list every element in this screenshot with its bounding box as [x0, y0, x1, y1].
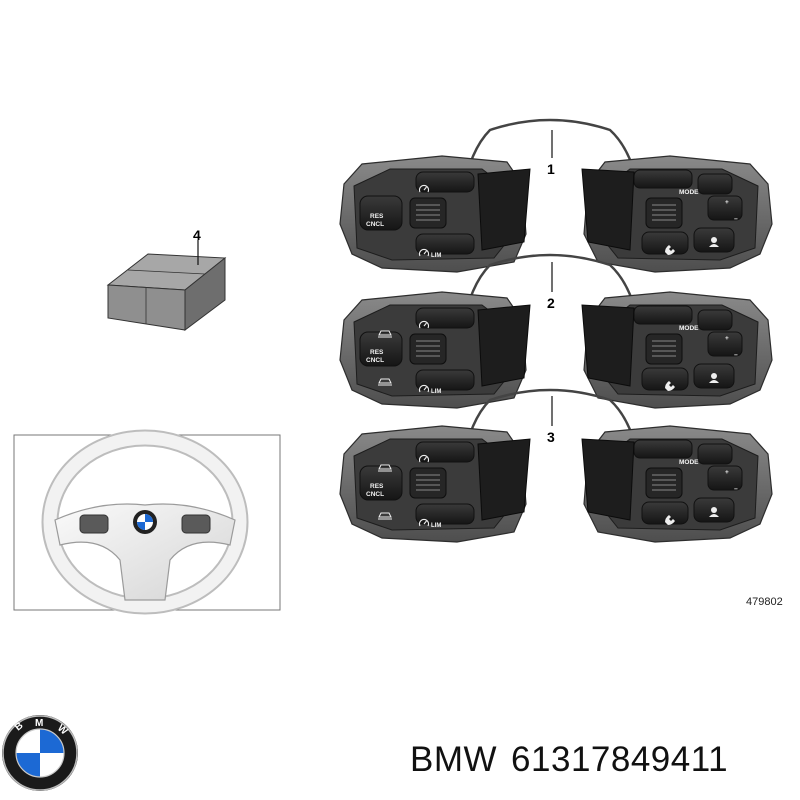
svg-text:LIM: LIM: [431, 389, 441, 395]
bmw-logo-icon: B M W: [2, 715, 78, 791]
item-3-switch-assembly: RES CNCL LIM MODE + −: [339, 388, 773, 543]
svg-text:RES: RES: [370, 213, 384, 220]
svg-text:+: +: [725, 335, 729, 342]
brand-part-caption: BMW 61317849411: [410, 740, 742, 780]
svg-text:CNCL: CNCL: [366, 491, 384, 498]
svg-text:+: +: [725, 199, 729, 206]
callout-4: 4: [193, 227, 201, 243]
callout-1: 1: [547, 161, 555, 177]
callout-3: 3: [547, 429, 555, 445]
svg-text:MODE: MODE: [679, 325, 699, 332]
svg-text:CNCL: CNCL: [366, 357, 384, 364]
steering-wheel-inset: [13, 429, 281, 615]
diagram-id: 479802: [746, 596, 783, 608]
part-number: 61317849411: [511, 740, 729, 779]
item-2-switch-assembly: RES CNCL LIM MODE + −: [339, 253, 773, 409]
svg-text:LIM: LIM: [431, 523, 441, 529]
svg-text:−: −: [734, 486, 738, 493]
item-1-switch-assembly: RES CNCL LIM MODE + −: [339, 118, 773, 273]
brand-name: BMW: [410, 740, 498, 779]
svg-text:MODE: MODE: [679, 459, 699, 466]
callout-2: 2: [547, 295, 555, 311]
svg-text:MODE: MODE: [679, 189, 699, 196]
svg-text:−: −: [734, 352, 738, 359]
svg-text:M: M: [35, 718, 43, 729]
svg-text:CNCL: CNCL: [366, 221, 384, 228]
svg-text:LIM: LIM: [431, 253, 441, 259]
svg-text:−: −: [734, 216, 738, 223]
item-4-box: [106, 253, 227, 331]
svg-text:RES: RES: [370, 483, 384, 490]
svg-text:RES: RES: [370, 349, 384, 356]
svg-text:+: +: [725, 469, 729, 476]
